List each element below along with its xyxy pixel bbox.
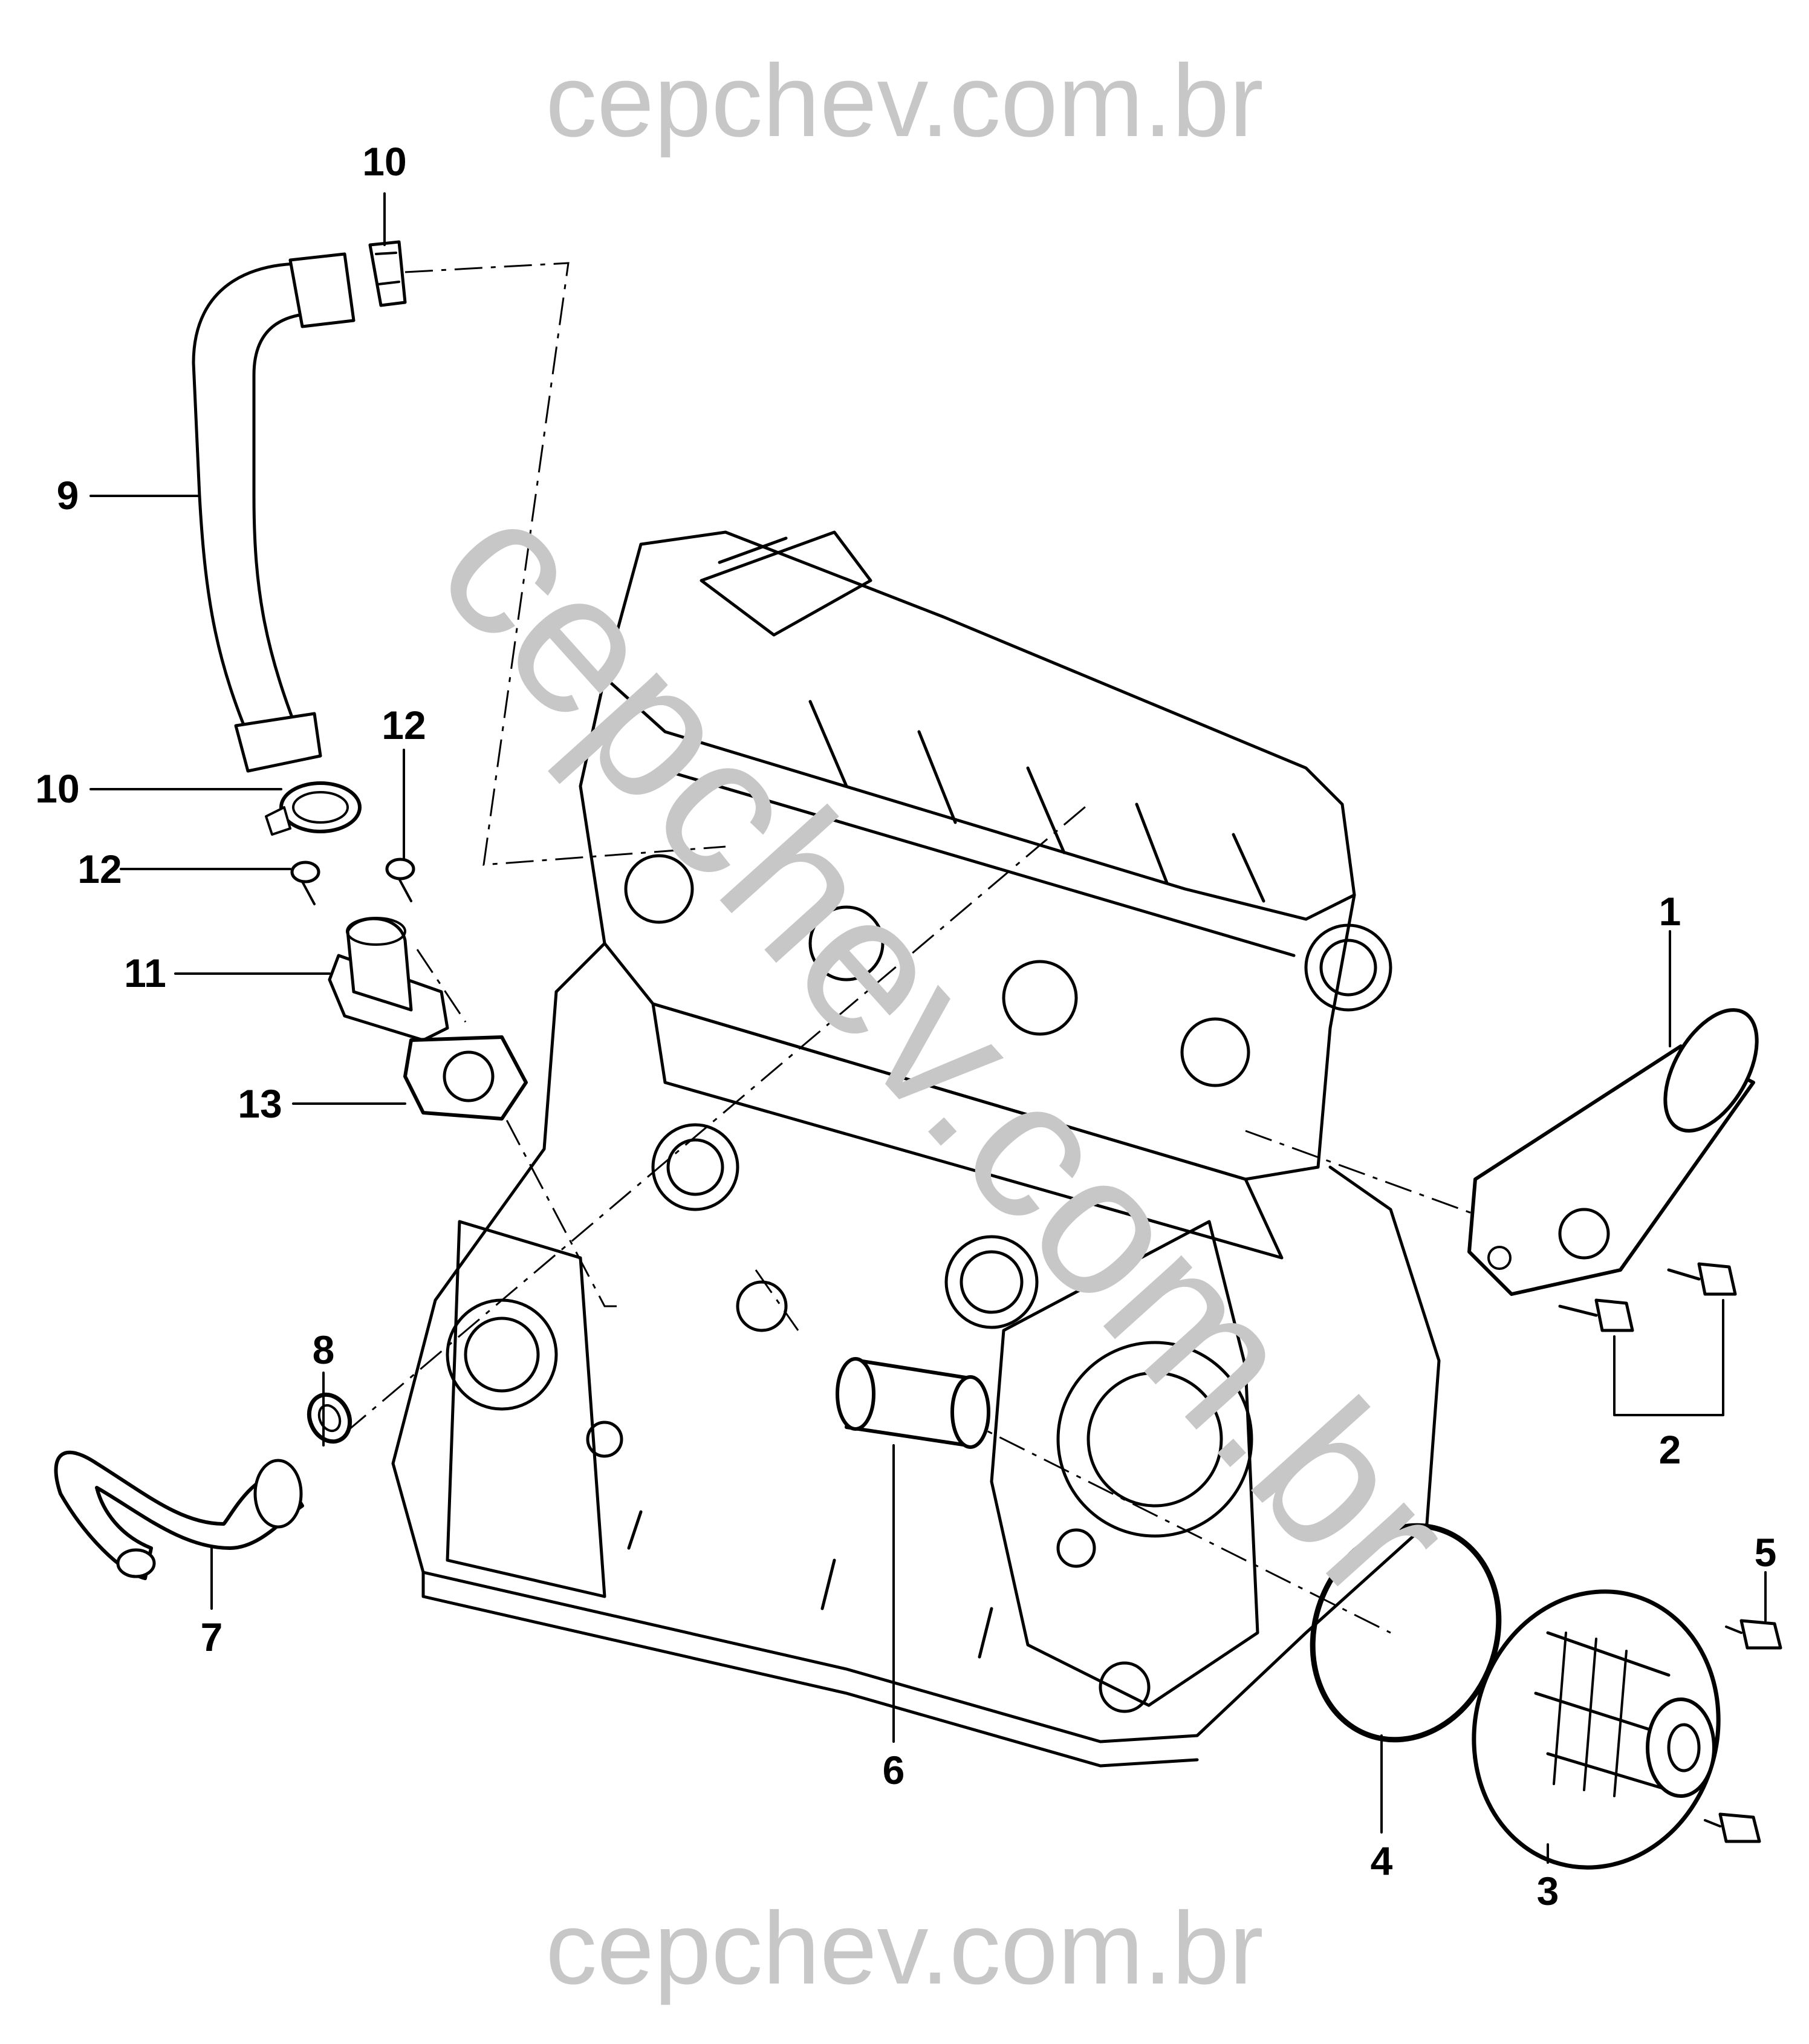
engine-block <box>391 530 1441 1768</box>
outlet-gasket <box>403 1035 528 1121</box>
housing-bolt-lower <box>1558 1298 1634 1332</box>
callout-10-middle: 10 <box>35 766 79 811</box>
callout-11: 11 <box>124 951 166 995</box>
leader-lines <box>89 192 1767 1864</box>
callout-8: 8 <box>313 1327 335 1372</box>
callout-labels: 1 2 3 4 5 6 7 8 9 10 10 11 12 12 13 <box>35 139 1776 1913</box>
lower-coolant-hose <box>54 1450 304 1580</box>
callout-4: 4 <box>1371 1838 1393 1883</box>
callout-6: 6 <box>883 1748 905 1792</box>
hose-clamp-upper <box>368 240 407 307</box>
callout-2: 2 <box>1659 1427 1681 1472</box>
hose-clamp-lower <box>265 781 362 836</box>
lower-hose-clamp <box>307 1392 352 1444</box>
callout-12-left: 12 <box>77 847 122 891</box>
callout-5: 5 <box>1755 1530 1777 1575</box>
coolant-pipe-sleeve <box>836 1357 990 1449</box>
callout-10-top: 10 <box>362 139 406 184</box>
coolant-outlet-housing <box>328 917 449 1042</box>
callout-3: 3 <box>1537 1869 1559 1913</box>
thermostat-housing <box>1467 1008 1759 1296</box>
screw-left <box>290 861 320 905</box>
pump-bolt-top <box>1725 1619 1782 1650</box>
watermark-bottom: cepchev.com.br <box>545 1891 1263 2006</box>
callout-7: 7 <box>201 1615 223 1659</box>
callout-12-right: 12 <box>382 703 426 747</box>
callout-1: 1 <box>1659 889 1681 934</box>
screw-right <box>385 858 415 902</box>
pump-bolt-bottom <box>1704 1812 1761 1843</box>
callout-9: 9 <box>57 473 79 518</box>
water-pump <box>1472 1589 1721 1870</box>
housing-bolt-upper <box>1667 1262 1737 1296</box>
upper-radiator-hose <box>192 252 356 773</box>
callout-13: 13 <box>238 1081 282 1126</box>
watermark-top: cepchev.com.br <box>545 44 1263 158</box>
assembly-lines <box>344 262 1512 1634</box>
